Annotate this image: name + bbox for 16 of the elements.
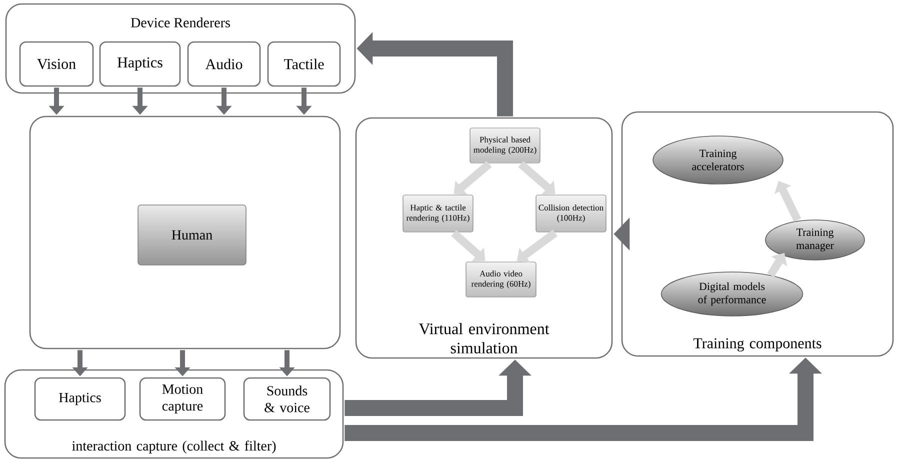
renderer-box: Tactile (267, 41, 341, 87)
renderer-box: Haptics (34, 377, 126, 421)
arrow (518, 160, 556, 194)
arrow (454, 160, 492, 195)
process-box: Collision detection (100Hz) (536, 194, 606, 232)
renderer-box: Audio (187, 41, 261, 87)
arrow (451, 230, 486, 262)
renderer-box: Vision (19, 41, 94, 87)
renderer-box: Sounds & voice (243, 377, 331, 421)
process-box: Physical based modeling (200Hz) (470, 128, 540, 164)
process-box: Haptic & tactile rendering (110Hz) (402, 194, 474, 232)
renderer-box: Haptics (99, 41, 181, 87)
renderer-box: Motion capture (139, 377, 226, 421)
process-box: Audio video rendering (60Hz) (466, 262, 536, 298)
outer-box (29, 116, 341, 350)
human-box: Human (138, 204, 246, 266)
